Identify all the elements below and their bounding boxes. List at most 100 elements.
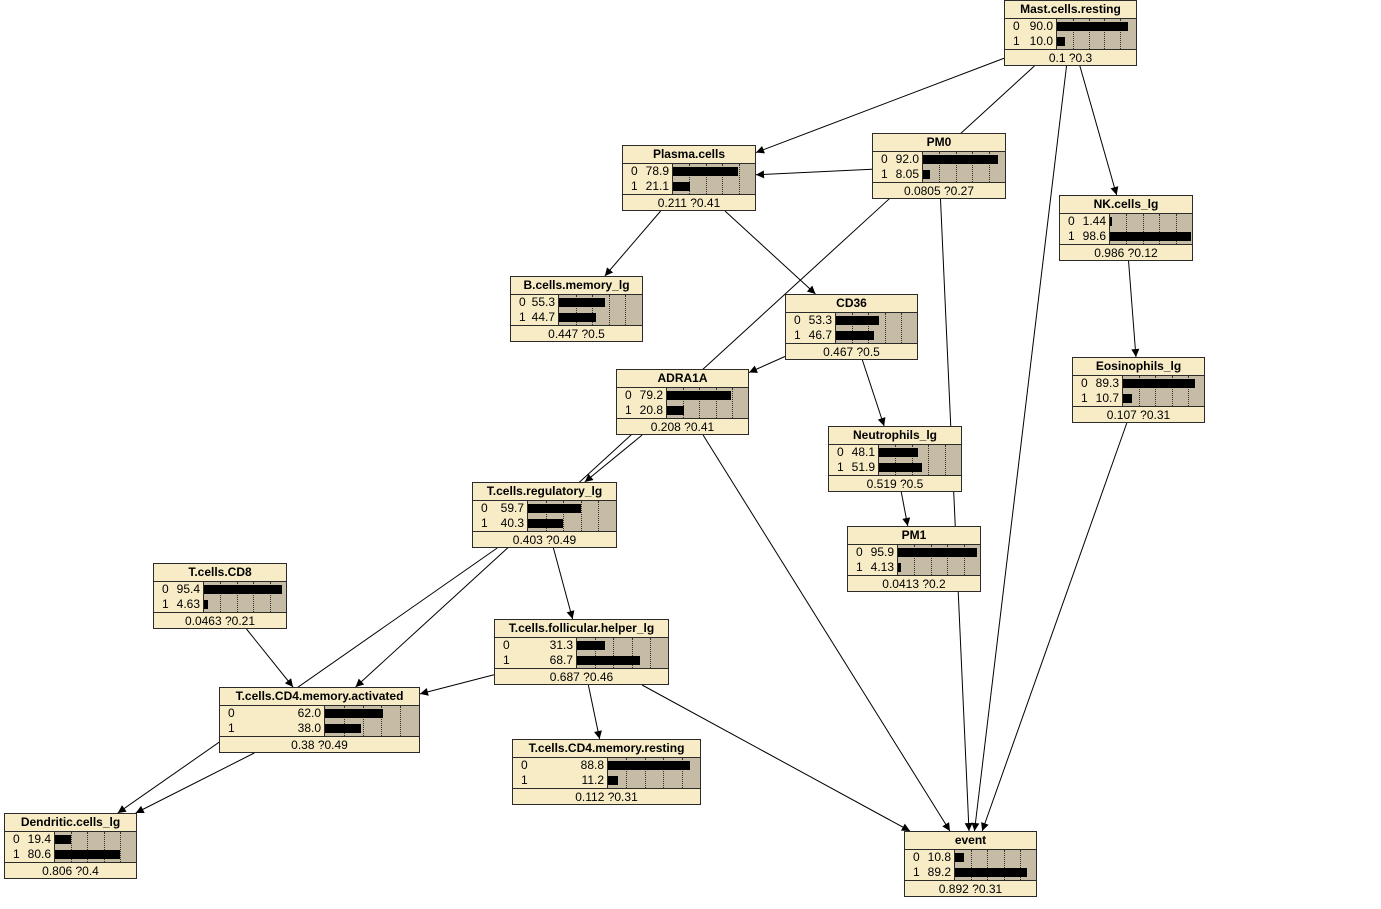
state-label: 1 (13, 847, 20, 861)
bar-gridline (87, 832, 88, 862)
node-title: B.cells.memory_lg (511, 277, 642, 295)
state-label: 0 (856, 545, 863, 559)
bar-gridline (989, 152, 990, 182)
bar-gridline (689, 164, 690, 194)
probability-bar-area (54, 832, 136, 862)
probability-bar (879, 463, 922, 472)
state-label: 0 (519, 295, 526, 309)
edge-adra-to-treg (584, 434, 643, 483)
probability-bar (204, 600, 208, 609)
probability-bar (528, 504, 581, 513)
probability-bar-area (922, 152, 1005, 182)
bar-gridline (1126, 214, 1127, 244)
state-probability: 44.7 (531, 310, 555, 324)
node-title: T.cells.CD4.memory.resting (513, 740, 700, 758)
bar-gridline (626, 758, 627, 788)
bar-gridline (682, 758, 683, 788)
probability-bar (923, 170, 930, 179)
edge-cd8-to-cd4act (246, 628, 294, 688)
probability-bar (55, 850, 121, 859)
probability-bar-area (607, 758, 700, 788)
node-mean-sd: 0.211 ?0.41 (657, 196, 721, 210)
state-label: 0 (881, 152, 888, 166)
state-label: 1 (837, 460, 844, 474)
edge-cd36-to-adra (748, 356, 786, 373)
edge-cd36-to-neut (861, 359, 886, 427)
state-label: 0 (1081, 376, 1088, 390)
edge-nk-to-eos (1128, 260, 1140, 358)
bar-gridline (868, 313, 869, 343)
state-probability: 21.1 (645, 179, 669, 193)
probability-bar-area (527, 501, 616, 531)
state-label: 0 (521, 758, 528, 772)
bar-gridline (1155, 376, 1156, 406)
bar-gridline (895, 445, 896, 475)
state-probability: 10.7 (1095, 391, 1119, 405)
probability-bar (955, 853, 964, 862)
bar-gridline (1159, 214, 1160, 244)
state-label: 1 (1081, 391, 1088, 405)
probability-bar (879, 448, 919, 457)
state-label: 0 (794, 313, 801, 327)
bar-gridline (595, 638, 596, 668)
node-mean-sd: 0.0413 ?0.2 (882, 577, 946, 591)
bar-gridline (987, 850, 988, 880)
probability-bar-area (878, 445, 961, 475)
probability-bar-area (835, 313, 917, 343)
state-probability: 46.7 (808, 328, 832, 342)
probability-bar-area (558, 295, 642, 325)
state-label: 1 (631, 179, 638, 193)
bar-gridline (939, 152, 940, 182)
state-label: 1 (521, 773, 528, 787)
probability-bar (673, 182, 691, 191)
node-title: Neutrophils_lg (829, 427, 961, 445)
bar-gridline (592, 295, 593, 325)
state-label: 1 (1013, 34, 1020, 48)
state-probability: 59.7 (500, 501, 524, 515)
state-probability: 89.2 (927, 865, 951, 879)
bar-gridline (956, 152, 957, 182)
bar-gridline (885, 313, 886, 343)
state-probability: 90.0 (1029, 19, 1053, 33)
edge-adra-to-event (702, 434, 951, 832)
bar-gridline (609, 295, 610, 325)
probability-bar (836, 316, 880, 325)
node-mean-sd: 0.112 ?0.31 (575, 790, 638, 804)
probability-bar (577, 656, 640, 665)
bar-gridline (914, 545, 915, 575)
state-label: 0 (13, 832, 20, 846)
state-label: 0 (913, 850, 920, 864)
bar-gridline (928, 445, 929, 475)
state-probability: 51.9 (851, 460, 875, 474)
